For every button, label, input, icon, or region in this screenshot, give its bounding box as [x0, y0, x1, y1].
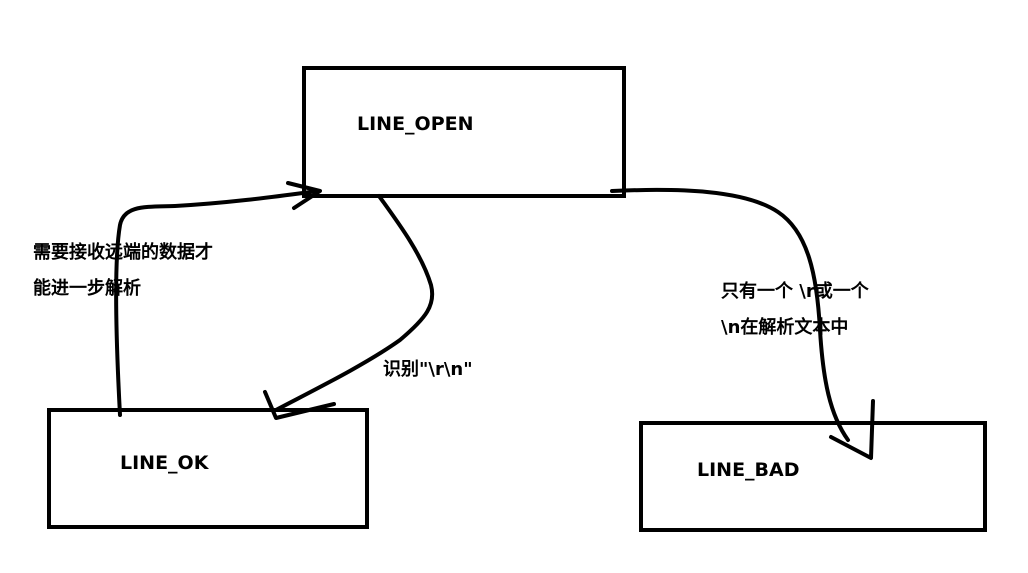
arrowhead-open-to-bad	[829, 399, 875, 460]
arrowhead-open-to-ok	[263, 390, 336, 420]
state-box-line-ok	[47, 408, 369, 529]
state-box-line-bad	[639, 421, 987, 532]
state-label-line-open: LINE_OPEN	[357, 113, 474, 135]
arrow-open-to-bad	[610, 187, 850, 442]
arrow-open-to-ok	[274, 194, 435, 412]
note-need-data-line2: 能进一步解析	[33, 277, 141, 299]
note-bad-line2: \n在解析文本中	[721, 316, 848, 338]
state-label-line-bad: LINE_BAD	[697, 459, 800, 481]
arrowhead-ok-to-open	[286, 181, 322, 210]
note-bad-line1: 只有一个 \r或一个	[721, 280, 870, 302]
note-recognize: 识别"\r\n"	[383, 359, 473, 380]
note-need-data-line1: 需要接收远端的数据才	[33, 241, 213, 263]
arrow-ok-to-open	[114, 189, 320, 417]
state-box-line-open	[302, 66, 626, 198]
state-label-line-ok: LINE_OK	[120, 452, 210, 474]
